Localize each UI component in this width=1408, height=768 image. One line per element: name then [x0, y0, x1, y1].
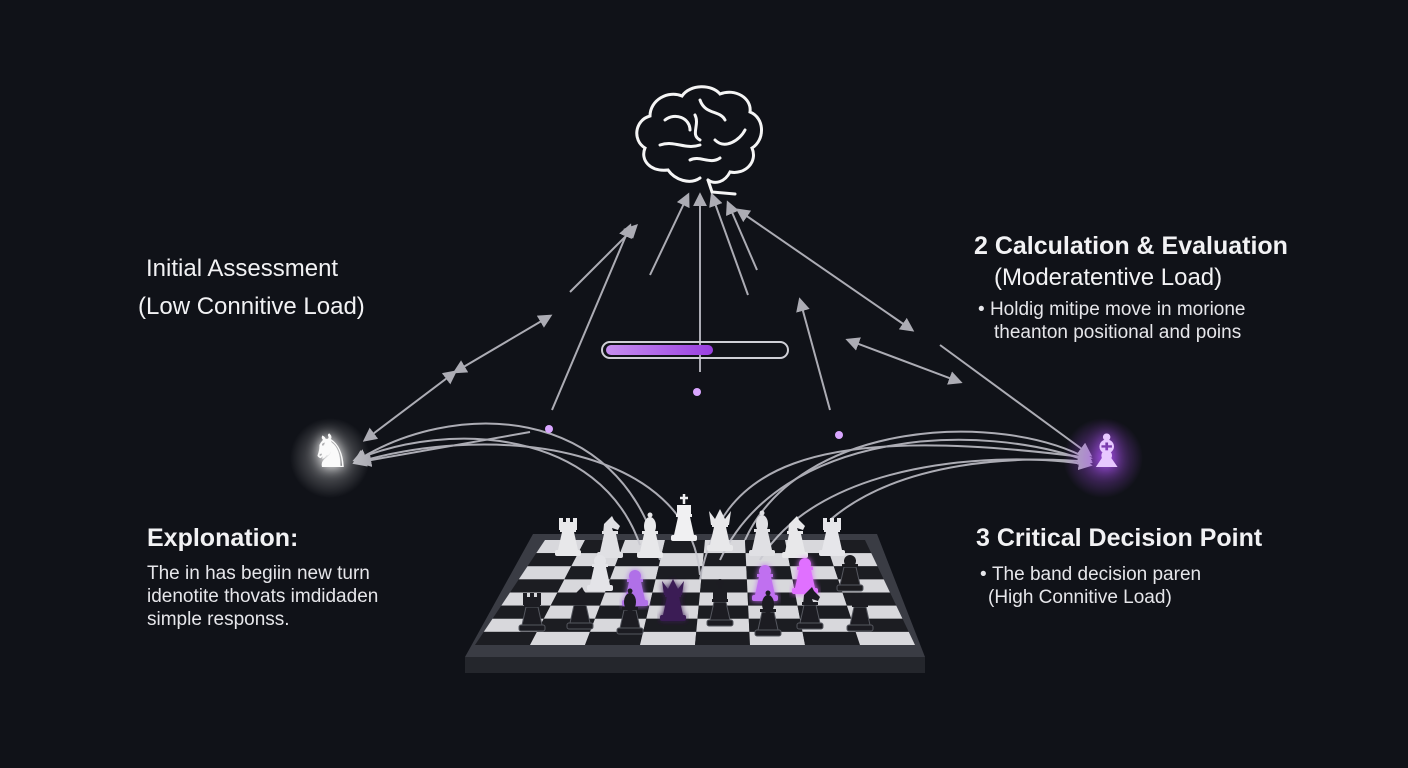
board-square [700, 579, 748, 593]
stage2-subtitle: (Moderatentive Load) [994, 264, 1223, 291]
board-square [510, 579, 565, 593]
cognitive-arrows [352, 192, 1093, 581]
stage2-bullet: • Holdig mitipe move in morione theanton… [978, 298, 1246, 344]
curved-arrow [744, 430, 1093, 541]
cognitive-load-progress-bar [601, 341, 789, 359]
chess-piece-pawn [587, 555, 613, 591]
curved-arrow [352, 422, 661, 561]
explanation-title: Explonation: [147, 524, 299, 552]
curved-arrow [829, 453, 1093, 521]
chess-piece-knight [782, 516, 808, 558]
knight-glow [290, 418, 370, 498]
bullet-text: (High Connitive Load) [988, 587, 1172, 608]
board-square [802, 631, 860, 645]
node-dots [545, 388, 843, 439]
chess-piece-king [671, 494, 697, 541]
stage1-subtitle: (Low Connitive Load) [138, 293, 365, 320]
progress-fill [606, 345, 713, 355]
arrow [845, 337, 963, 385]
board-edge [465, 657, 925, 673]
arrow [551, 223, 633, 411]
white-knight-icon: ♞ [310, 425, 352, 477]
stage3-bullet: • The band decision paren (High Connitiv… [980, 563, 1201, 609]
arrow [735, 208, 915, 332]
board-square [701, 566, 747, 580]
explanation-body: The in has begiin new turn idenotite tho… [147, 562, 378, 631]
chess-piece-bishop [637, 512, 663, 558]
board-square [658, 553, 704, 567]
purple-bishop-icon: ♝ [1086, 425, 1128, 477]
board-square [640, 631, 697, 645]
curved-arrow [357, 431, 531, 467]
chess-piece-rook [846, 593, 874, 632]
node-dot [835, 431, 843, 439]
board-square [585, 631, 644, 645]
node-dot [693, 388, 701, 396]
board-square [518, 566, 572, 580]
arrow [452, 314, 553, 374]
curved-arrow [352, 437, 641, 546]
arrow [796, 297, 831, 411]
brain-icon [635, 85, 763, 196]
chess-piece-bishop [754, 590, 782, 637]
chess-piece-queen [660, 579, 686, 621]
board-square [655, 566, 703, 580]
board-square [702, 553, 747, 567]
board-square [661, 540, 705, 554]
chess-piece-queen [707, 509, 733, 551]
bullet-text: theanton positional and poins [994, 322, 1242, 343]
chess-pieces [518, 494, 874, 637]
board-square [855, 631, 915, 645]
bullet-text: Holdig mitipe move in morione [989, 299, 1246, 320]
chess-piece-bishop [749, 510, 775, 556]
explanation-line: The in has begiin new turn [147, 563, 370, 584]
stage2-title: 2 Calculation & Evaluation [974, 232, 1288, 260]
board-square [527, 553, 579, 567]
arrow [939, 344, 1093, 457]
arrow [649, 192, 690, 276]
board-square [643, 618, 698, 632]
chess-piece-knight [796, 587, 824, 630]
chess-piece-rook [819, 518, 845, 556]
arrow [362, 370, 458, 442]
explanation-line: simple responss. [147, 609, 290, 630]
chess-piece-king [706, 579, 734, 627]
chess-piece-bishop [616, 588, 644, 635]
chess-piece-rook [518, 593, 546, 632]
board-square [492, 605, 551, 619]
chess-piece-pawn [836, 555, 864, 592]
chess-piece-rook [555, 518, 581, 556]
board-square [745, 553, 790, 567]
board-square [695, 631, 750, 645]
bishop-glow [1063, 418, 1143, 498]
stage1-title: Initial Assessment [146, 255, 339, 282]
bullet-dot: • [980, 564, 992, 585]
stage3-title: 3 Critical Decision Point [976, 524, 1263, 552]
explanation-line: idenotite thovats imdidaden [147, 586, 379, 607]
bullet-dot: • [978, 299, 990, 320]
board-square [475, 631, 537, 645]
board-square [842, 592, 897, 606]
board-square [530, 631, 590, 645]
chess-piece-knight [566, 587, 594, 630]
bullet-text: The band decision paren [991, 564, 1202, 585]
node-dot [545, 425, 553, 433]
